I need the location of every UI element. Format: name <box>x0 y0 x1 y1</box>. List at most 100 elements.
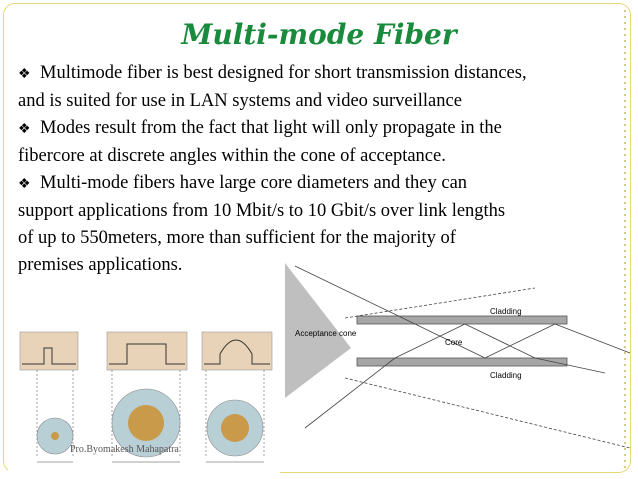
decorative-dot <box>624 16 626 18</box>
bullet-item: ❖ Modes result from the fact that light w… <box>18 115 618 170</box>
diamond-bullet-icon: ❖ <box>18 122 31 137</box>
decorative-dot <box>624 178 626 180</box>
acceptance-cone-label: Acceptance cone <box>295 329 357 338</box>
decorative-dot <box>624 46 626 48</box>
decorative-dot <box>624 274 626 276</box>
decorative-dot <box>624 412 626 414</box>
decorative-dot <box>624 88 626 90</box>
decorative-dots <box>624 0 630 479</box>
decorative-dot <box>624 256 626 258</box>
fiber-profile-diagram <box>8 320 280 475</box>
bullet-item: ❖ Multi-mode fibers have large core diame… <box>18 170 618 279</box>
decorative-dot <box>624 262 626 264</box>
decorative-dot <box>624 406 626 408</box>
decorative-dot <box>624 142 626 144</box>
decorative-dot <box>624 382 626 384</box>
decorative-dot <box>624 226 626 228</box>
decorative-dot <box>624 154 626 156</box>
large-core-cross-section <box>111 388 181 458</box>
decorative-dot <box>624 310 626 312</box>
decorative-dot <box>624 70 626 72</box>
decorative-dot <box>624 40 626 42</box>
step-index-large-profile <box>106 331 188 371</box>
decorative-dot <box>624 448 626 450</box>
decorative-dot <box>624 364 626 366</box>
decorative-dot <box>624 292 626 294</box>
decorative-dot <box>624 124 626 126</box>
decorative-dot <box>624 232 626 234</box>
bullet-line: Modes result from the fact that light wi… <box>40 118 502 138</box>
decorative-dot <box>624 286 626 288</box>
decorative-dot <box>624 100 626 102</box>
decorative-dot <box>624 316 626 318</box>
decorative-dot <box>624 388 626 390</box>
decorative-dot <box>624 304 626 306</box>
light-rays <box>294 265 631 449</box>
bullet-line: of up to 550meters, more than sufficient… <box>18 228 456 248</box>
decorative-dot <box>624 436 626 438</box>
diamond-bullet-icon: ❖ <box>18 177 31 192</box>
decorative-dot <box>624 346 626 348</box>
decorative-dot <box>624 214 626 216</box>
decorative-dot <box>624 370 626 372</box>
decorative-dot <box>624 136 626 138</box>
decorative-dot <box>624 298 626 300</box>
cladding-bottom-label: Cladding <box>490 371 522 380</box>
core-label: Core <box>445 338 463 347</box>
decorative-dot <box>624 454 626 456</box>
bullet-list: ❖ Multimode fiber is best designed for sh… <box>18 60 618 279</box>
decorative-dot <box>624 418 626 420</box>
diamond-bullet-icon: ❖ <box>18 67 31 82</box>
decorative-dot <box>624 64 626 66</box>
decorative-dot <box>624 460 626 462</box>
decorative-dot <box>624 280 626 282</box>
decorative-dot <box>624 208 626 210</box>
slide-frame <box>3 3 631 473</box>
decorative-dot <box>624 334 626 336</box>
decorative-dot <box>624 58 626 60</box>
decorative-dot <box>624 442 626 444</box>
footer-author: Pro.Byomakesh Mahapatra <box>70 444 179 455</box>
bullet-line: support applications from 10 Mbit/s to 1… <box>18 201 506 221</box>
graded-core-cross-section <box>206 399 264 457</box>
decorative-dot <box>624 112 626 114</box>
cladding-top-label: Cladding <box>490 307 522 316</box>
decorative-dot <box>624 184 626 186</box>
decorative-dot <box>624 250 626 252</box>
acceptance-cone-diagram: Acceptance cone Cladding Core Cladding <box>285 263 631 449</box>
bullet-line: Multimode fiber is best designed for sho… <box>40 63 527 83</box>
step-index-small-profile <box>19 331 79 371</box>
decorative-dot <box>624 76 626 78</box>
cladding-bottom-layer <box>356 357 568 367</box>
decorative-dot <box>624 376 626 378</box>
decorative-dot <box>624 130 626 132</box>
acceptance-cone-shape <box>285 263 351 398</box>
decorative-dot <box>624 94 626 96</box>
graded-index-profile <box>201 331 273 371</box>
bullet-line: fibercore at discrete angles within the … <box>18 146 446 166</box>
decorative-dot <box>624 160 626 162</box>
cladding-top-layer <box>356 315 568 325</box>
decorative-dot <box>624 28 626 30</box>
decorative-dot <box>624 238 626 240</box>
decorative-dot <box>624 34 626 36</box>
decorative-dot <box>624 268 626 270</box>
decorative-dot <box>624 340 626 342</box>
small-core-cross-section <box>36 417 74 455</box>
decorative-dot <box>624 22 626 24</box>
decorative-dot <box>624 322 626 324</box>
decorative-dot <box>624 196 626 198</box>
decorative-dot <box>624 148 626 150</box>
decorative-dot <box>624 352 626 354</box>
decorative-dot <box>624 394 626 396</box>
decorative-dot <box>624 10 626 12</box>
decorative-dot <box>624 328 626 330</box>
decorative-dot <box>624 244 626 246</box>
bullet-line: and is suited for use in LAN systems and… <box>18 91 462 111</box>
decorative-dot <box>624 430 626 432</box>
decorative-dot <box>624 106 626 108</box>
decorative-dot <box>624 166 626 168</box>
bullet-line: Multi-mode fibers have large core diamet… <box>40 173 468 193</box>
decorative-dot <box>624 190 626 192</box>
bullet-line: premises applications. <box>18 255 183 275</box>
